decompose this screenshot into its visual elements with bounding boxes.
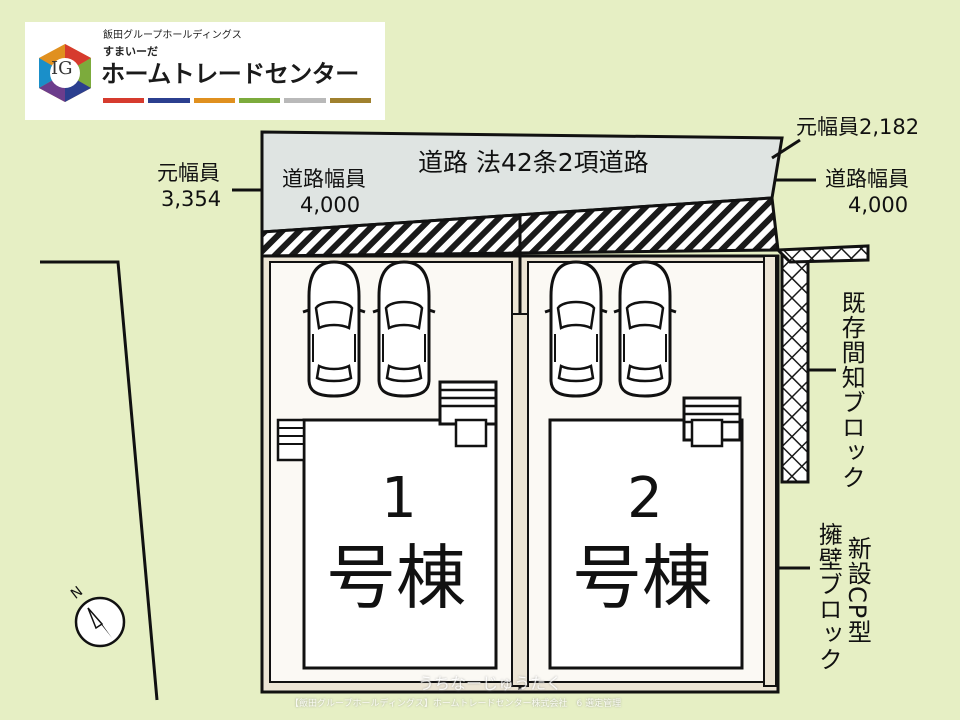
road-width-right-value: 4,000 [848,193,909,217]
car-1a [301,260,367,398]
original-width-left-value: 3,354 [161,187,222,211]
stripe-orange [193,98,235,103]
existing-block [780,250,810,484]
ig-emblem-icon [39,44,91,102]
porch-2-step [690,418,724,448]
road-width-left-label: 道路幅員 [282,167,366,191]
existing-block-label: 既存間知ブロック [837,290,866,490]
road-label: 道路 法42条2項道路 [418,148,649,177]
side-stairs-1 [276,418,306,462]
right-wall [763,255,777,687]
footer-copyright: 【飯田グループホールディングス】ホームトレードセンター株式会社 6 選定管理 [290,699,622,709]
lot-divider-wall [511,313,529,687]
car-1b [371,260,437,398]
original-width-left-label: 元幅員 [157,161,220,185]
house-1-outline [302,418,498,670]
car-2b [612,260,678,398]
leader-original-right [771,138,801,160]
unit-1-number: 1 [381,466,417,531]
unit-2-number: 2 [627,466,663,531]
logo-stripes [103,98,371,103]
stripe-blue [148,98,190,103]
main-text: ホームトレードセンター [101,60,359,88]
porch-1-step [454,418,488,448]
stripe-red [103,98,145,103]
new-block-label-2: 擁壁ブロック [814,522,843,672]
unit-1-suffix: 号棟 [326,537,466,619]
unit-2-suffix: 号棟 [572,537,712,619]
stripe-gold [329,98,371,103]
road-width-left-value: 4,000 [300,193,361,217]
original-width-right: 元幅員2,182 [796,115,920,139]
house-2-outline [548,418,744,670]
left-boundary-line [40,260,159,701]
sub-text: すまいーだ [103,45,158,58]
stripe-green [238,98,281,103]
footer-watermark: うちなーじゅうたく [418,674,563,693]
existing-block-top [774,244,870,264]
compass [74,596,126,648]
stripe-gray [284,98,326,103]
emblem-text: IG [51,58,73,79]
car-2a [543,260,609,398]
new-block-label-1: 新設CP型 [843,536,872,645]
group-text: 飯田グループホールディングス [103,30,242,41]
porch-1 [438,380,498,426]
road-width-right-label: 道路幅員 [825,167,909,191]
company-logo: IG 飯田グループホールディングス すまいーだ ホームトレードセンター [25,22,385,120]
